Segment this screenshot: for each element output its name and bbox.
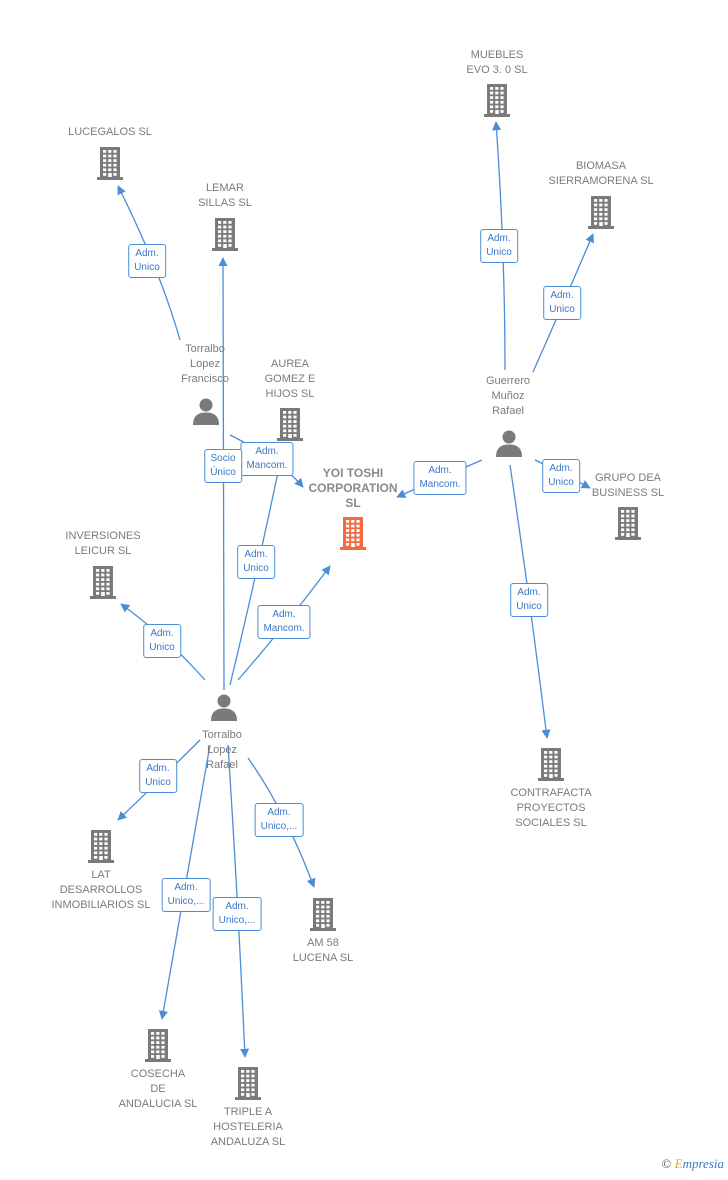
node-label: YOI TOSHI CORPORATION SL — [308, 466, 398, 510]
building-icon — [612, 505, 644, 546]
edge-role-label[interactable]: Socio Único — [204, 449, 242, 483]
building-icon — [585, 194, 617, 235]
node-label: LAT DESARROLLOS INMOBILIARIOS SL — [51, 869, 151, 911]
node-label: AUREA GOMEZ E HIJOS SL — [264, 358, 316, 400]
copyright-symbol: © — [661, 1156, 672, 1171]
node-label: BIOMASA SIERRAMORENA SL — [548, 160, 654, 187]
node-label: CONTRAFACTA PROYECTOS SOCIALES SL — [510, 787, 592, 829]
building-icon — [94, 145, 126, 186]
building-icon — [87, 564, 119, 605]
node-label: MUEBLES EVO 3. 0 SL — [466, 49, 528, 76]
edge-role-label[interactable]: Adm. Unico — [480, 229, 518, 263]
node-label: Torralbo Lopez Francisco — [181, 343, 229, 385]
building-icon — [307, 896, 339, 937]
building-icon — [232, 1065, 264, 1106]
edge-role-label[interactable]: Adm. Unico — [143, 624, 181, 658]
building-icon — [274, 406, 306, 447]
building-icon — [481, 82, 513, 123]
brand-name: mpresia — [682, 1156, 724, 1171]
edge-role-label[interactable]: Adm. Unico,... — [254, 803, 304, 837]
edge-role-label[interactable]: Adm. Unico — [237, 545, 275, 579]
edge-role-label[interactable]: Adm. Mancom. — [257, 605, 311, 639]
edge-role-label[interactable]: Adm. Unico — [139, 759, 177, 793]
node-label: LUCEGALOS SL — [68, 126, 152, 138]
edge-role-label[interactable]: Adm. Unico — [510, 583, 548, 617]
brand-initial: E — [674, 1156, 683, 1171]
node-label: INVERSIONES LEICUR SL — [65, 530, 141, 557]
building-icon — [209, 216, 241, 257]
edge-role-label[interactable]: Adm. Unico — [542, 459, 580, 493]
building-icon — [85, 828, 117, 869]
edge-role-label[interactable]: Adm. Unico,... — [212, 897, 262, 931]
node-label: Guerrero Muñoz Rafael — [485, 375, 531, 417]
main-company-building-icon — [337, 515, 369, 556]
edge-role-label[interactable]: Adm. Mancom. — [240, 442, 294, 476]
person-icon — [494, 428, 524, 463]
node-label: COSECHA DE ANDALUCIA SL — [118, 1068, 198, 1110]
node-label: TRIPLE A HOSTELERIA ANDALUZA SL — [210, 1106, 286, 1148]
edge-role-label[interactable]: Adm. Mancom. — [413, 461, 467, 495]
edge-role-label[interactable]: Adm. Unico — [128, 244, 166, 278]
node-label: LEMAR SILLAS SL — [198, 182, 252, 209]
building-icon — [535, 746, 567, 787]
edge-role-label[interactable]: Adm. Unico,... — [161, 878, 211, 912]
node-label: GRUPO DEA BUSINESS SL — [591, 472, 665, 499]
node-label: AM 58 LUCENA SL — [292, 937, 354, 964]
person-icon — [209, 692, 239, 727]
building-icon — [142, 1027, 174, 1068]
node-label: Torralbo Lopez Rafael — [202, 729, 242, 771]
person-icon — [191, 396, 221, 431]
footer-brand: © Empresia — [662, 1156, 725, 1172]
edge-role-label[interactable]: Adm. Unico — [543, 286, 581, 320]
